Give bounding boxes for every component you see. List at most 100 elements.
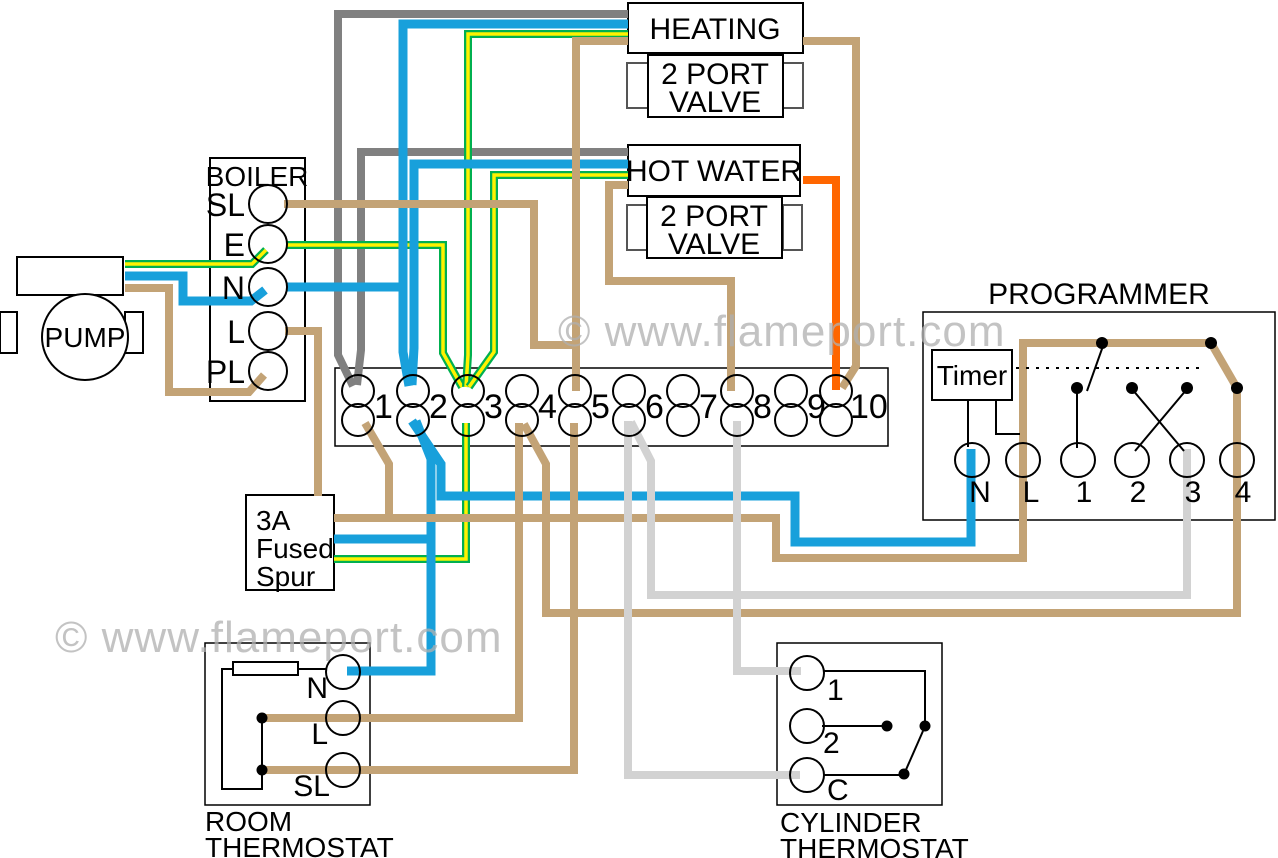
pivot-dot: [1205, 337, 1217, 349]
watermark-lower: © www.flameport.com: [55, 613, 503, 662]
junction-dot: [256, 712, 268, 724]
cylinder-stat-label-1: 1: [827, 674, 844, 707]
contact-dot: [1071, 382, 1083, 394]
cylinder-stat-caption-line1: CYLINDER: [780, 807, 922, 838]
room-stat-label-l: L: [311, 718, 328, 751]
room-stat-caption-line1: ROOM: [205, 806, 292, 837]
pump-label: PUMP: [45, 322, 126, 353]
timer-label: Timer: [937, 360, 1008, 391]
wire-heating-valve-live: [572, 37, 628, 391]
room-stat-caption-line2: THERMOSTAT: [205, 832, 394, 858]
programmer-terminal-label-l: L: [1023, 476, 1040, 509]
wire-boiler-switched-live: [284, 200, 576, 349]
cylinder-thermostat-box: [776, 642, 943, 806]
wire-pump-earth-trace: [125, 248, 268, 266]
programmer-terminal-label-n: N: [969, 476, 991, 509]
cylinder-stat-label-2: 2: [823, 727, 840, 760]
hot-water-label-box: [627, 144, 801, 197]
pivot-dot: [1096, 337, 1108, 349]
contact-dot: [1181, 382, 1193, 394]
junction-terminal-5: 5: [591, 388, 610, 426]
fused-spur-line2: Fused: [256, 533, 334, 564]
wire-cylinder-stat-demand: [733, 421, 801, 675]
hot-water-title: HOT WATER: [626, 155, 802, 188]
boiler-terminal-label-l: L: [227, 314, 245, 350]
programmer-terminal-n: [954, 442, 990, 478]
junction-terminal-8: 8: [753, 388, 772, 426]
programmer-terminal-label-2: 2: [1130, 476, 1147, 509]
terminal-circle: [451, 374, 485, 408]
wire-room-stat-live: [262, 423, 523, 722]
contact-dot: [1126, 382, 1138, 394]
crossover-link-a: [1131, 388, 1185, 452]
terminal-circle: [774, 374, 808, 408]
fused-spur-line3: Spur: [256, 561, 315, 592]
room-stat-terminal-n: [325, 654, 361, 690]
pivot-dot: [898, 768, 910, 780]
programmer-terminal-3: [1169, 442, 1205, 478]
cylinder-stat-label-c: C: [827, 774, 849, 807]
contact-1-link: [824, 670, 926, 723]
contact-dot: [919, 720, 931, 732]
terminal-circle: [558, 403, 592, 437]
boiler-terminal-e: [248, 224, 288, 264]
cylinder-stat-terminal-c: [789, 757, 825, 793]
boiler-terminal-pl: [248, 351, 288, 391]
wire-heating-valve-aux: [803, 37, 860, 391]
room-thermostat-terminal-circles: [325, 654, 361, 788]
resistor-return-link: [221, 668, 263, 790]
terminal-circle: [774, 403, 808, 437]
hot-water-valve-left-tab: [626, 204, 648, 251]
terminal-circle: [396, 374, 430, 408]
hot-water-valve: [626, 144, 803, 259]
room-thermostat-internals: [221, 661, 326, 790]
room-stat-terminal-l: [325, 700, 361, 736]
boiler-terminal-label-sl: SL: [206, 187, 245, 223]
wire-pump-neutral: [125, 271, 268, 306]
wire-heating-earth-trace: [464, 32, 628, 388]
terminal-circle: [612, 374, 646, 408]
anticipator-resistor: [232, 661, 299, 676]
wire-programmer-hw-on: [627, 420, 1191, 599]
wire-room-stat-switched-live: [262, 423, 578, 774]
terminal-circle: [612, 403, 646, 437]
programmer-title: PROGRAMMER: [988, 278, 1210, 311]
wire-heating-grey: [334, 10, 628, 388]
heating-label-box: [627, 2, 804, 54]
heating-valve-line1: 2 PORT: [661, 58, 769, 91]
wire-boiler-earth: [286, 241, 466, 389]
terminal-circle: [451, 403, 485, 437]
cylinder-stat-terminal-2: [789, 708, 825, 744]
boiler-terminal-sl: [248, 184, 288, 224]
heating-valve: [626, 2, 804, 118]
terminal-circle: [505, 403, 539, 437]
contact-dot: [1231, 382, 1243, 394]
cylinder-stat-caption-line2: THERMOSTAT: [780, 833, 969, 858]
pump-symbol: [0, 256, 144, 381]
junction-terminal-4: 4: [538, 388, 557, 426]
wire-hot-water-earth-trace: [467, 173, 628, 389]
boiler-title: BOILER: [206, 161, 309, 192]
programmer-terminal-l: [1005, 442, 1041, 478]
fused-spur-line1: 3A: [256, 505, 291, 536]
wire-spur-earth-trace: [334, 423, 468, 561]
heating-valve-line2: VALVE: [669, 86, 761, 119]
watermark-upper: © www.flameport.com: [558, 307, 1006, 356]
terminal-circle: [558, 374, 592, 408]
cylinder-stat-terminal-1: [789, 655, 825, 691]
wire-programmer-neutral: [408, 418, 976, 547]
boiler-terminal-circles: [248, 184, 288, 391]
hot-water-valve-right-tab: [782, 204, 803, 251]
terminal-circle: [666, 374, 700, 408]
room-stat-label-sl: SL: [293, 770, 330, 803]
heating-title: HEATING: [649, 13, 780, 46]
boiler-terminal-label-pl: PL: [206, 354, 245, 390]
wire-hot-water-blue: [407, 159, 628, 386]
junction-terminal-9: 9: [807, 388, 826, 426]
programmer-terminal-label-4: 4: [1235, 476, 1252, 509]
pump-left-flange: [0, 311, 18, 354]
room-stat-terminal-sl: [325, 752, 361, 788]
boiler-terminal-l: [248, 311, 288, 351]
